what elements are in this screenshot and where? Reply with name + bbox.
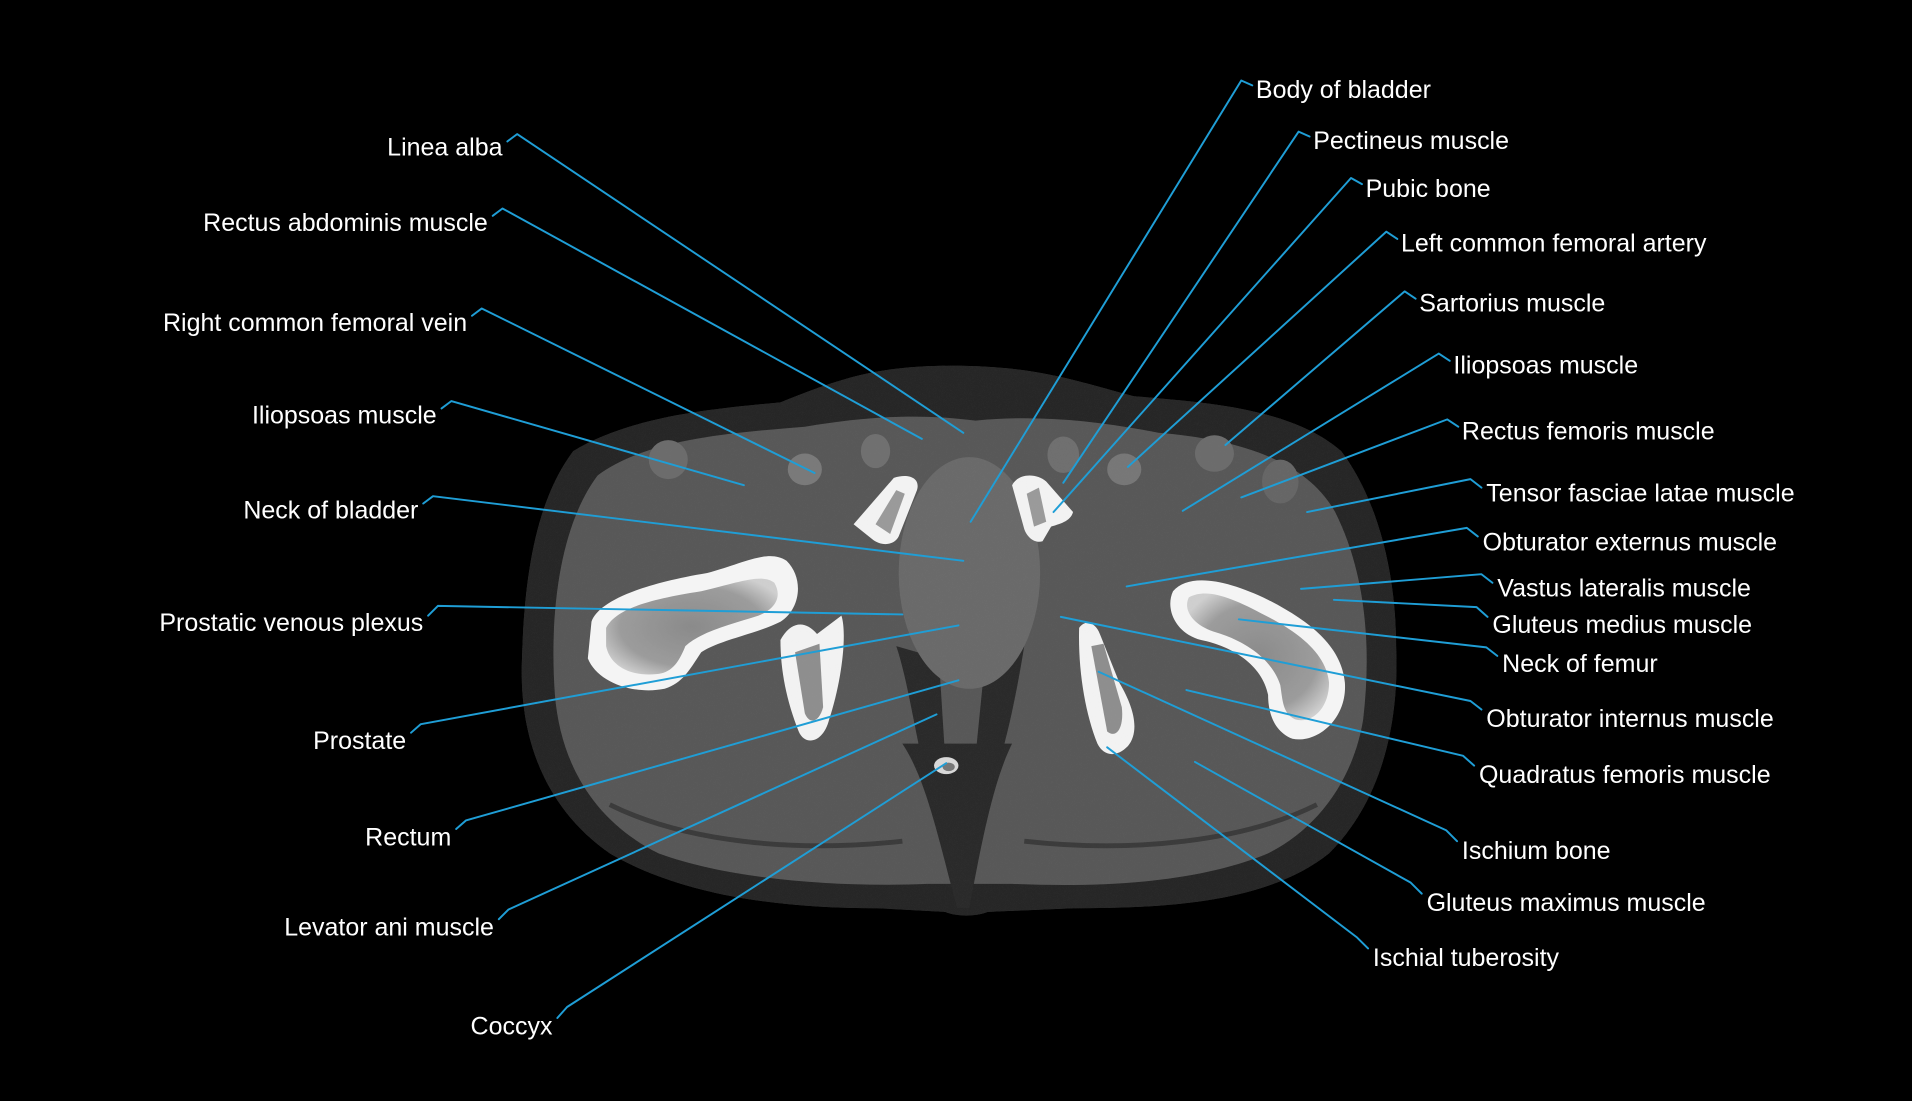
leader-line — [1052, 177, 1363, 514]
leader-line — [1062, 130, 1311, 484]
leader-line — [969, 79, 1254, 523]
bladder-prostate — [898, 457, 1041, 689]
leader-line — [1306, 478, 1483, 514]
label-text: Levator ani muscle — [284, 914, 494, 942]
label-right-obturator-externus-muscle: Obturator externus muscle — [1125, 526, 1777, 588]
label-text: Neck of femur — [1502, 650, 1658, 678]
leader-line — [422, 495, 965, 562]
label-right-body-of-bladder: Body of bladder — [969, 76, 1431, 523]
label-text: Gluteus maximus muscle — [1427, 889, 1706, 917]
label-right-neck-of-femur: Neck of femur — [1237, 618, 1658, 678]
leader-line — [427, 604, 904, 617]
label-right-sartorius-muscle: Sartorius muscle — [1224, 289, 1605, 446]
label-text: Tensor fasciae latae muscle — [1486, 480, 1794, 508]
ct-scan-slice — [521, 365, 1397, 916]
label-right-pectineus-muscle: Pectineus muscle — [1062, 127, 1509, 484]
label-text: Linea alba — [387, 133, 502, 161]
leader-line — [410, 624, 960, 734]
label-text: Prostatic venous plexus — [159, 609, 423, 637]
label-text: Prostate — [313, 727, 406, 755]
label-text: Gluteus medius muscle — [1492, 611, 1752, 639]
leader-line — [1224, 290, 1417, 446]
label-text: Iliopsoas muscle — [252, 402, 437, 430]
label-text: Obturator externus muscle — [1483, 528, 1777, 556]
label-right-gluteus-maximus-muscle: Gluteus maximus muscle — [1193, 760, 1706, 917]
label-text: Left common femoral artery — [1401, 230, 1707, 258]
label-text: Vastus lateralis muscle — [1497, 575, 1751, 603]
leader-line — [556, 762, 948, 1019]
label-left-coccyx: Coccyx — [471, 762, 948, 1040]
label-text: Pubic bone — [1366, 175, 1491, 203]
leader-line — [1185, 689, 1476, 767]
label-text: Body of bladder — [1256, 76, 1431, 104]
leader-line — [1125, 526, 1479, 588]
label-text: Ischium bone — [1462, 837, 1611, 865]
label-text: Quadratus femoris muscle — [1479, 761, 1771, 789]
leader-line — [1193, 760, 1423, 895]
label-right-quadratus-femoris-muscle: Quadratus femoris muscle — [1185, 689, 1771, 789]
label-left-linea-alba: Linea alba — [387, 133, 965, 434]
leader-line — [1106, 746, 1370, 950]
leader-line — [471, 307, 816, 474]
leader-line — [1059, 615, 1483, 711]
leader-line — [1237, 618, 1499, 657]
label-left-iliopsoas-muscle: Iliopsoas muscle — [252, 400, 745, 487]
label-left-rectum: Rectum — [365, 679, 960, 851]
leader-line — [1097, 670, 1459, 843]
label-right-gluteus-medius-muscle: Gluteus medius muscle — [1332, 598, 1752, 639]
label-right-iliopsoas-muscle: Iliopsoas muscle — [1181, 352, 1638, 512]
label-right-ischium-bone: Ischium bone — [1097, 670, 1611, 865]
label-text: Neck of bladder — [243, 497, 418, 525]
label-left-prostatic-venous-plexus: Prostatic venous plexus — [159, 604, 904, 637]
leader-line — [491, 207, 923, 440]
label-right-ischial-tuberosity: Ischial tuberosity — [1106, 746, 1560, 972]
label-right-obturator-internus-muscle: Obturator internus muscle — [1059, 615, 1774, 733]
label-text: Ischial tuberosity — [1373, 944, 1560, 972]
label-left-prostate: Prostate — [313, 624, 960, 755]
label-text: Rectus abdominis muscle — [203, 209, 488, 237]
label-text: Rectus femoris muscle — [1462, 417, 1715, 445]
leader-line — [497, 713, 938, 921]
label-right-tensor-fasciae-latae-muscle: Tensor fasciae latae muscle — [1306, 478, 1795, 514]
label-text: Sartorius muscle — [1419, 289, 1605, 317]
leader-line — [1240, 418, 1460, 499]
leader-line — [1181, 352, 1451, 512]
leader-line — [440, 400, 745, 487]
label-left-right-common-femoral-vein: Right common femoral vein — [163, 307, 816, 474]
label-text: Rectum — [365, 823, 451, 851]
label-right-pubic-bone: Pubic bone — [1052, 175, 1491, 514]
label-right-vastus-lateralis-muscle: Vastus lateralis muscle — [1300, 573, 1751, 603]
label-text: Coccyx — [471, 1012, 553, 1040]
label-left-rectus-abdominis-muscle: Rectus abdominis muscle — [203, 207, 923, 440]
label-right-rectus-femoris-muscle: Rectus femoris muscle — [1240, 417, 1715, 499]
label-text: Iliopsoas muscle — [1453, 352, 1638, 380]
leader-line — [1300, 573, 1494, 590]
label-text: Pectineus muscle — [1313, 127, 1509, 155]
leader-line — [506, 133, 965, 434]
label-text: Obturator internus muscle — [1486, 705, 1773, 733]
leader-line — [1126, 230, 1399, 468]
label-left-levator-ani-muscle: Levator ani muscle — [284, 713, 938, 942]
leader-line — [1332, 598, 1489, 618]
label-left-neck-of-bladder: Neck of bladder — [243, 495, 965, 562]
label-right-left-common-femoral-artery: Left common femoral artery — [1126, 230, 1707, 468]
label-text: Right common femoral vein — [163, 309, 467, 337]
leader-line — [455, 679, 960, 830]
